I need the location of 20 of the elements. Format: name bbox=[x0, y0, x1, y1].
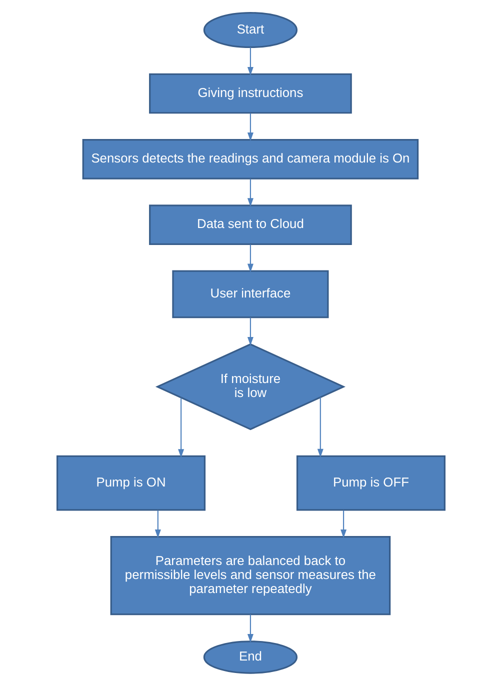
node-box: Pump is ON bbox=[56, 455, 206, 511]
node-box: Pump is OFF bbox=[296, 455, 445, 511]
node-ellipse: End bbox=[202, 640, 298, 674]
arrow bbox=[154, 510, 160, 538]
node-box: Sensors detects the readings and camera module is On bbox=[82, 138, 418, 180]
arrow bbox=[316, 397, 323, 458]
arrow bbox=[246, 318, 253, 346]
node-box: Data sent to Cloud bbox=[148, 204, 352, 245]
node-diamond: If moisture is low bbox=[154, 343, 345, 430]
arrow bbox=[246, 47, 253, 76]
node-box: User interface bbox=[172, 270, 328, 318]
arrow bbox=[178, 398, 184, 458]
arrow bbox=[246, 244, 253, 272]
arrow bbox=[340, 510, 346, 538]
arrow bbox=[246, 614, 253, 643]
node-ellipse: Start bbox=[202, 12, 298, 48]
node-box: Giving instructions bbox=[148, 73, 352, 114]
node-box: Parameters are balanced back to permissible levels and sensor measures the parameter repeatedly bbox=[110, 536, 390, 616]
arrow bbox=[246, 113, 253, 142]
arrow bbox=[246, 178, 253, 207]
